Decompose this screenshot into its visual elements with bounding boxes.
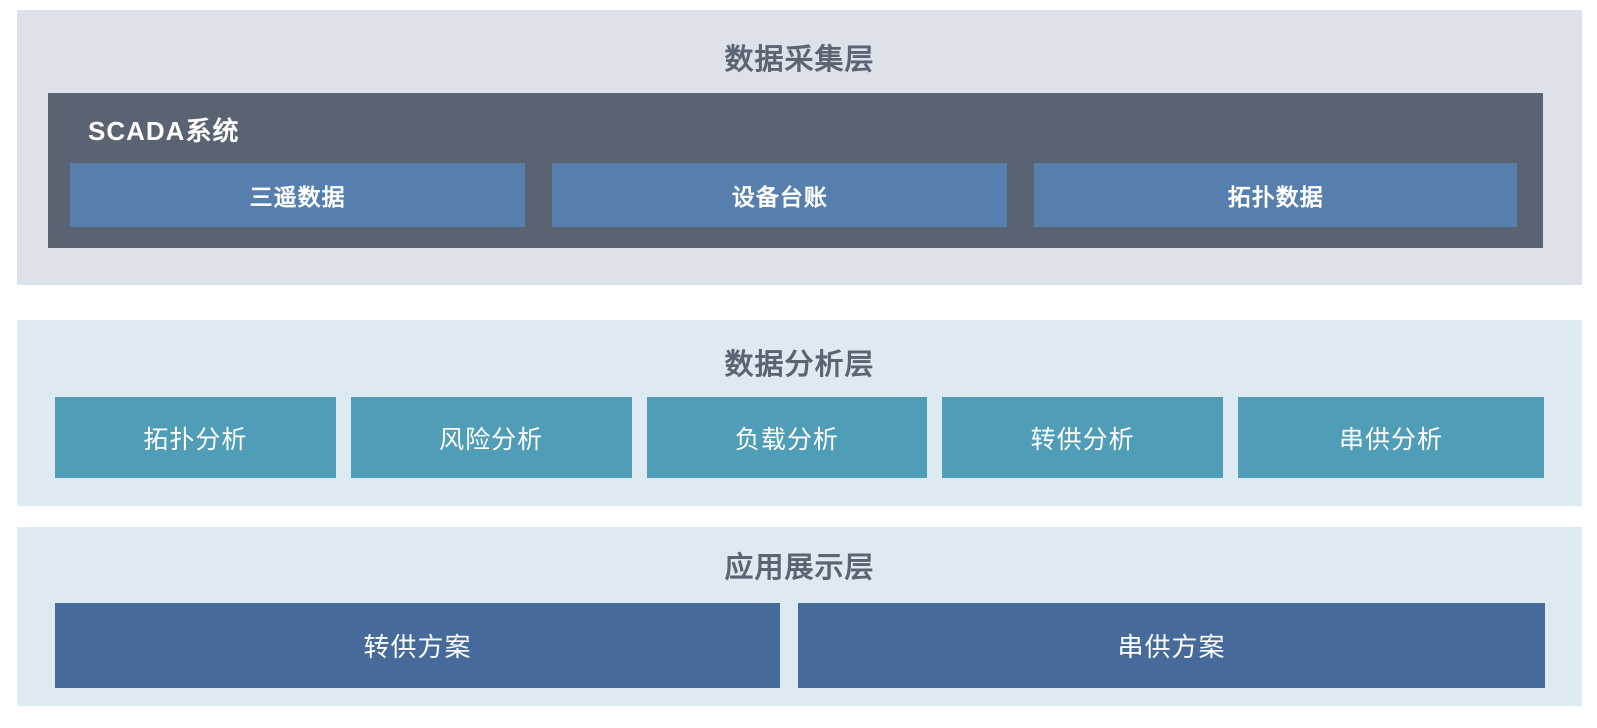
layer-data-analysis-title: 数据分析层	[724, 349, 875, 381]
analysis-item-load: 负载分析	[646, 397, 928, 478]
analysis-item-transfer-supply: 转供分析	[942, 397, 1223, 478]
application-items-row: 转供方案 串供方案	[55, 603, 1545, 688]
scada-panel: SCADA系统 三遥数据 设备台账 拓扑数据	[48, 93, 1543, 248]
analysis-item-risk: 风险分析	[350, 397, 632, 478]
layer-data-collection: 数据采集层 SCADA系统 三遥数据 设备台账 拓扑数据	[17, 10, 1582, 285]
layer-data-analysis: 数据分析层 拓扑分析 风险分析 负载分析 转供分析 串供分析	[17, 320, 1582, 506]
scada-panel-label: SCADA系统	[88, 116, 240, 146]
layer-application-display-title: 应用展示层	[724, 552, 875, 584]
layer-application-display: 应用展示层 转供方案 串供方案	[17, 527, 1582, 706]
application-item-series-supply-plan: 串供方案	[798, 603, 1545, 688]
scada-item-remote-data: 三遥数据	[70, 163, 526, 227]
scada-items-row: 三遥数据 设备台账 拓扑数据	[70, 163, 1518, 227]
application-item-transfer-supply-plan: 转供方案	[55, 603, 781, 688]
analysis-items-row: 拓扑分析 风险分析 负载分析 转供分析 串供分析	[55, 397, 1545, 478]
analysis-item-series-supply: 串供分析	[1238, 397, 1545, 478]
scada-item-equipment-ledger: 设备台账	[552, 163, 1008, 227]
layer-data-collection-title: 数据采集层	[724, 44, 875, 76]
analysis-item-topology: 拓扑分析	[55, 397, 336, 478]
scada-item-topology-data: 拓扑数据	[1034, 163, 1518, 227]
